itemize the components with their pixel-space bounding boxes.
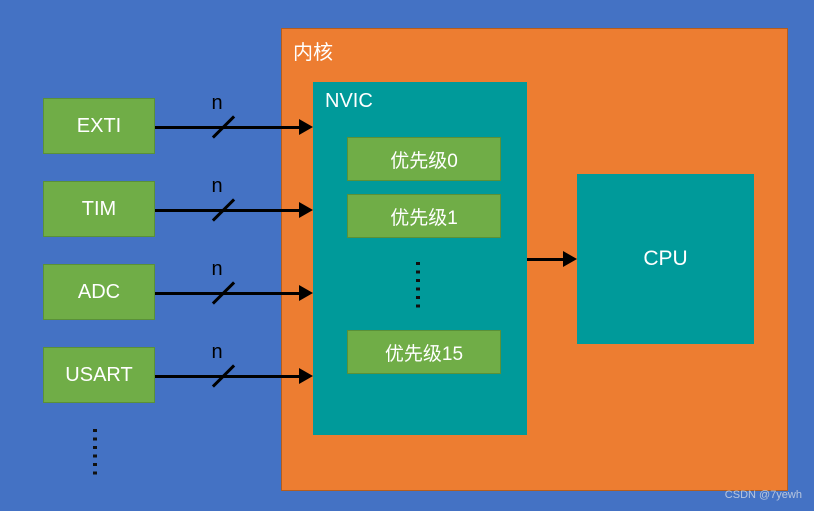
arrow-shaft: [527, 258, 565, 261]
bus-arrow-usart: n: [155, 336, 313, 396]
arrow-head-icon: [299, 285, 313, 301]
arrow-head-icon: [299, 119, 313, 135]
peripheral-label-tim: TIM: [81, 197, 117, 220]
arrow-head-icon: [299, 202, 313, 218]
arrow-shaft: [155, 209, 301, 212]
arrow-head-icon: [563, 251, 577, 267]
nvic-to-cpu-arrow: [527, 240, 577, 276]
priority-box-1: 优先级1: [347, 194, 501, 238]
priority-label-15: 优先级15: [384, 343, 464, 365]
peripheral-box-adc: ADC: [43, 264, 155, 320]
bus-width-label: n: [211, 92, 223, 114]
peripheral-box-tim: TIM: [43, 181, 155, 237]
arrow-shaft: [155, 375, 301, 378]
priority-box-0: 优先级0: [347, 137, 501, 181]
priority-label-1: 优先级1: [390, 207, 458, 229]
vertical-ellipsis-icon: [93, 429, 97, 477]
arrow-head-icon: [299, 368, 313, 384]
bus-width-label: n: [211, 258, 223, 280]
bus-width-label: n: [211, 341, 223, 363]
peripheral-label-usart: USART: [65, 363, 133, 386]
peripheral-box-exti: EXTI: [43, 98, 155, 154]
cpu-label: CPU: [643, 247, 688, 270]
watermark: CSDN @7yewh: [724, 489, 802, 501]
peripheral-label-exti: EXTI: [76, 114, 122, 137]
bus-arrow-tim: n: [155, 170, 313, 230]
arrow-shaft: [155, 292, 301, 295]
peripheral-box-usart: USART: [43, 347, 155, 403]
priority-label-0: 优先级0: [390, 150, 458, 172]
bus-width-label: n: [211, 175, 223, 197]
kernel-label: 内核: [293, 42, 333, 64]
nvic-box: NVIC 优先级0 优先级1 优先级15: [313, 82, 527, 435]
peripheral-label-adc: ADC: [77, 280, 121, 303]
nvic-label: NVIC: [325, 90, 373, 112]
priority-box-15: 优先级15: [347, 330, 501, 374]
vertical-ellipsis-icon: [416, 262, 420, 310]
arrow-shaft: [155, 126, 301, 129]
bus-arrow-adc: n: [155, 253, 313, 313]
cpu-box: CPU: [577, 174, 754, 344]
bus-arrow-exti: n: [155, 87, 313, 147]
